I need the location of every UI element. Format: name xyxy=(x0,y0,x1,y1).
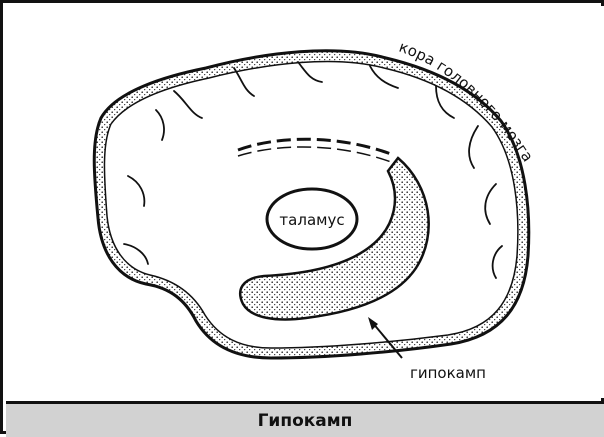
figure-caption: Гипокамп xyxy=(258,411,353,431)
caption-bar: Гипокамп xyxy=(6,401,604,437)
brain-illustration: таламус кора головного мозга гипокамп xyxy=(6,6,604,398)
thalamus-label: таламус xyxy=(279,211,344,229)
hippocampus-label: гипокамп xyxy=(410,364,486,382)
